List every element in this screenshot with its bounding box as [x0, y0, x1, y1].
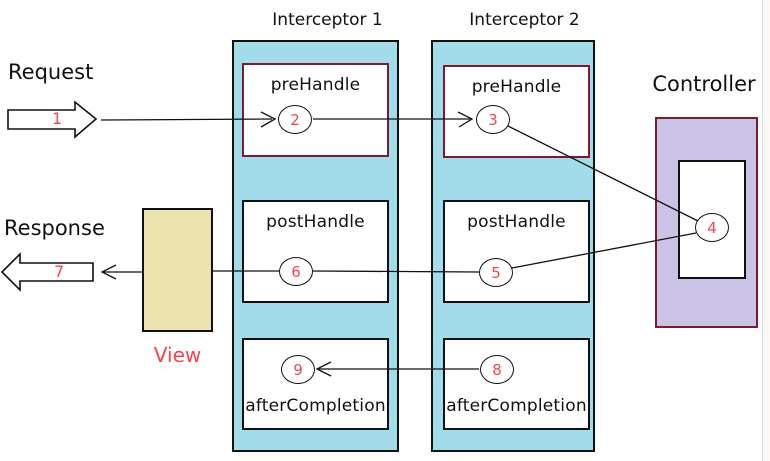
request-label: Request	[8, 60, 94, 84]
request-block-arrow	[7, 100, 98, 139]
interceptor2-prehandle-label: preHandle	[471, 77, 562, 97]
interceptor2-aftercompletion-box: afterCompletion	[443, 338, 590, 430]
arrowhead-step3	[457, 111, 474, 128]
interceptor1-title: Interceptor 1	[272, 10, 383, 30]
window-right-edge	[762, 0, 770, 461]
interceptor1-container: preHandle postHandle afterCompletion	[232, 40, 399, 452]
interceptor2-title: Interceptor 2	[469, 10, 580, 30]
step-9-circle: 9	[281, 355, 315, 384]
arrowhead-step2	[260, 111, 277, 128]
arrowhead-step9	[315, 361, 332, 377]
interceptor2-posthandle-box: postHandle	[443, 200, 590, 303]
interceptor2-aftercompletion-label: afterCompletion	[446, 396, 587, 416]
step-8-circle: 8	[480, 355, 514, 384]
step-4-circle: 4	[695, 213, 729, 242]
interceptor1-aftercompletion-label: afterCompletion	[245, 396, 386, 416]
interceptor2-posthandle-label: postHandle	[467, 212, 566, 232]
step-1-number: 1	[52, 109, 63, 128]
arrowhead-step7	[100, 264, 117, 280]
step-3-circle: 3	[476, 105, 510, 134]
interceptor1-aftercompletion-box: afterCompletion	[242, 338, 389, 430]
view-box	[142, 208, 213, 332]
interceptor2-prehandle-box: preHandle	[443, 65, 590, 158]
interceptor2-container: preHandle postHandle afterCompletion	[431, 40, 595, 452]
line-step3-to-step4	[507, 125, 699, 222]
view-label: View	[153, 343, 202, 367]
step-7-number: 7	[54, 262, 65, 281]
line-step4-to-step5	[511, 232, 697, 269]
interceptor1-prehandle-label: preHandle	[270, 75, 361, 95]
interceptor1-prehandle-box: preHandle	[242, 63, 389, 157]
interceptor1-posthandle-label: postHandle	[266, 212, 365, 232]
step-6-circle: 6	[279, 257, 313, 286]
step-5-circle: 5	[479, 258, 513, 287]
response-block-arrow	[0, 252, 94, 292]
line-request-to-step2	[100, 118, 273, 121]
line-step5-to-step6	[312, 270, 480, 273]
step-2-circle: 2	[278, 105, 312, 134]
response-label: Response	[4, 216, 105, 240]
interceptor1-posthandle-box: postHandle	[242, 200, 389, 303]
controller-label: Controller	[652, 72, 756, 96]
